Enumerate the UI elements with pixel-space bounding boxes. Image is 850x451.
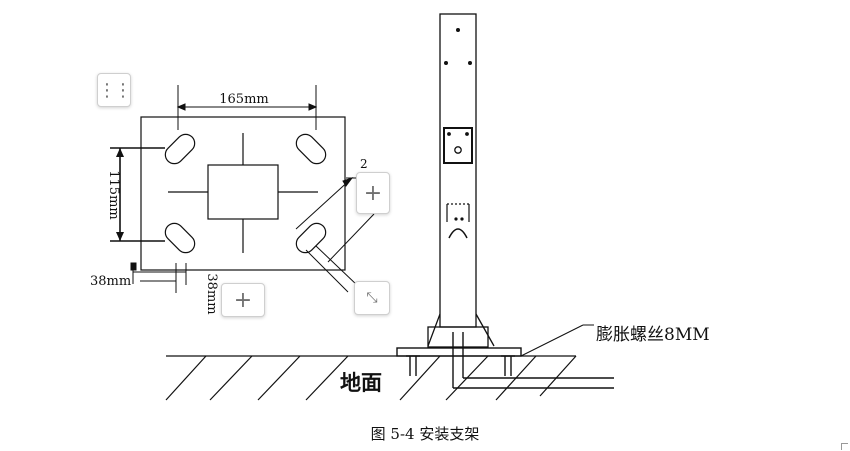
- dim-width: [176, 85, 318, 130]
- offset-dimension-label: 38mm: [90, 274, 131, 289]
- dim-height: [110, 147, 165, 242]
- bolt-leader: [520, 324, 594, 357]
- drag-handle-icon[interactable]: ⋮⋮: [97, 73, 132, 107]
- post-base-plate: [396, 332, 614, 389]
- post-mount-plate: [443, 127, 473, 164]
- dim-offset: [130, 262, 187, 293]
- bolt-label: 膨胀螺丝8MM: [596, 325, 710, 345]
- ground: [165, 355, 577, 401]
- slot-top-left: [164, 133, 196, 165]
- add-button-bottom[interactable]: +: [221, 283, 265, 317]
- height-dimension-label: 115mm: [106, 170, 121, 219]
- base-plate: [140, 116, 346, 271]
- slot-dimension-label: 38mm: [204, 273, 219, 314]
- ground-label: 地面: [340, 370, 382, 395]
- page-corner-mark: [841, 443, 848, 450]
- add-button-right[interactable]: +: [356, 172, 390, 214]
- slot-bottom-right: [295, 222, 327, 254]
- expand-icon[interactable]: ⤡: [354, 281, 390, 315]
- upright-post: [427, 13, 495, 348]
- post-holes: [444, 28, 472, 65]
- partial-mark-label: 2: [360, 157, 368, 171]
- dim-slot: [295, 177, 375, 293]
- post-lower-bracket: [446, 203, 470, 239]
- slot-top-right: [295, 133, 327, 165]
- figure-caption: 图 5-4 安装支架: [370, 425, 480, 443]
- slot-bottom-left: [164, 222, 196, 254]
- width-dimension-label: 165mm: [219, 92, 268, 107]
